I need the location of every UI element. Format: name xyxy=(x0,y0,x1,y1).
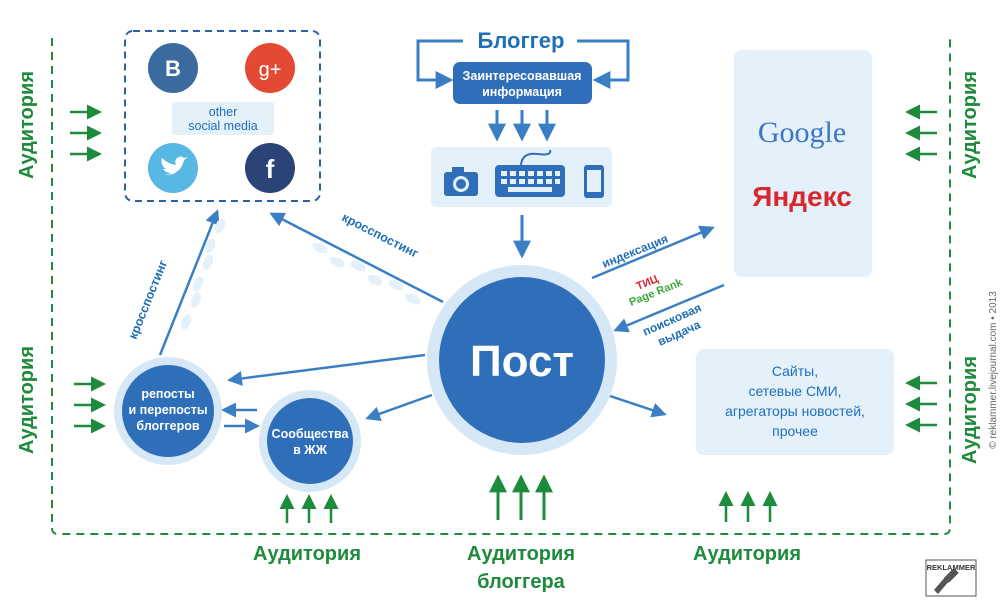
interesting-info-line2: информация xyxy=(482,85,562,99)
post-to-sites-arrow xyxy=(609,394,667,418)
google-plus-icon: g+ xyxy=(245,43,295,93)
audience-arrows-bottom-post xyxy=(489,474,553,520)
blogger-loop-left xyxy=(416,39,463,89)
audience-right-bottom-label: Аудитория xyxy=(959,356,981,464)
audience-arrows-bottom-sites xyxy=(718,491,778,522)
svg-text:REKLAMMER: REKLAMMER xyxy=(927,563,976,572)
social-media-box xyxy=(124,30,321,202)
blogger-title: Блоггер xyxy=(478,28,565,53)
audience-bottom-left-label: Аудитория xyxy=(253,543,361,565)
reposts-line2: и перепосты xyxy=(128,403,207,417)
post-to-reposts-arrow xyxy=(227,353,426,386)
svg-text:g+: g+ xyxy=(259,59,282,81)
other-social-media-line2: social media xyxy=(188,119,258,133)
crosspost-left-label: кросспостинг xyxy=(126,258,170,341)
audience-right-top-label: Аудитория xyxy=(959,71,981,179)
google-logo: Google xyxy=(758,116,846,149)
other-social-media-line1: other xyxy=(209,105,238,119)
audience-arrows-right-top xyxy=(905,104,937,162)
post-circle xyxy=(439,277,605,443)
crosspost-top-arrow xyxy=(269,212,444,304)
sites-line4: прочее xyxy=(772,423,818,439)
audience-arrows-left-top xyxy=(70,104,102,162)
communities-line2: в ЖЖ xyxy=(293,443,327,457)
audience-bottom-right-label: Аудитория xyxy=(693,543,801,565)
post-label: Пост xyxy=(470,337,574,386)
search-output-arrow xyxy=(613,283,725,333)
twitter-icon xyxy=(148,143,198,193)
sites-line1: Сайты, xyxy=(772,363,818,379)
communities-circle xyxy=(267,398,353,484)
sites-panel xyxy=(696,349,894,455)
copyright-credit: © reklammer.livejournal.com • 2013 xyxy=(988,291,999,449)
other-social-media-label-bg xyxy=(172,102,274,135)
keyboard-icon xyxy=(495,149,565,197)
footprints-left xyxy=(180,218,226,330)
reklammer-logo: REKLAMMER xyxy=(925,559,977,597)
audience-left-bottom-label: Аудитория xyxy=(16,346,38,454)
svg-text:f: f xyxy=(266,154,275,184)
audience-left-top-label: Аудитория xyxy=(16,71,38,179)
phone-icon xyxy=(584,165,604,198)
yandex-logo: Яндекс xyxy=(752,181,852,212)
blogger-audience-line2: блоггера xyxy=(477,571,566,593)
interesting-info-line1: Заинтересовавшая xyxy=(463,69,582,83)
communities-line1: Сообщества xyxy=(272,427,350,441)
search-engines-panel xyxy=(734,50,872,277)
facebook-icon: f xyxy=(245,143,295,193)
vk-icon: B xyxy=(148,43,198,93)
svg-text:B: B xyxy=(165,56,181,81)
crosspost-left-arrow xyxy=(158,209,220,356)
indexing-arrow xyxy=(591,225,715,280)
footprints-top xyxy=(312,242,421,305)
audience-arrows-left-bottom xyxy=(74,376,106,434)
sites-line2: сетевые СМИ, xyxy=(748,383,841,399)
interesting-info-box xyxy=(453,62,592,104)
camera-icon xyxy=(444,167,478,196)
audience-arrows-right-bottom xyxy=(905,375,937,433)
audience-boundary xyxy=(51,38,951,535)
reposts-line1: репосты xyxy=(141,387,194,401)
sites-line3: агрегаторы новостей, xyxy=(725,403,865,419)
blogger-loop-right xyxy=(577,39,630,89)
blogger-audience-line1: Аудитория xyxy=(467,543,575,565)
post-to-communities-arrow xyxy=(365,393,433,421)
reposts-circle xyxy=(122,365,214,457)
crosspost-top-label: кросспостинг xyxy=(340,210,421,261)
reposts-line3: блоггеров xyxy=(136,419,199,433)
audience-arrows-bottom-communities xyxy=(279,494,339,523)
